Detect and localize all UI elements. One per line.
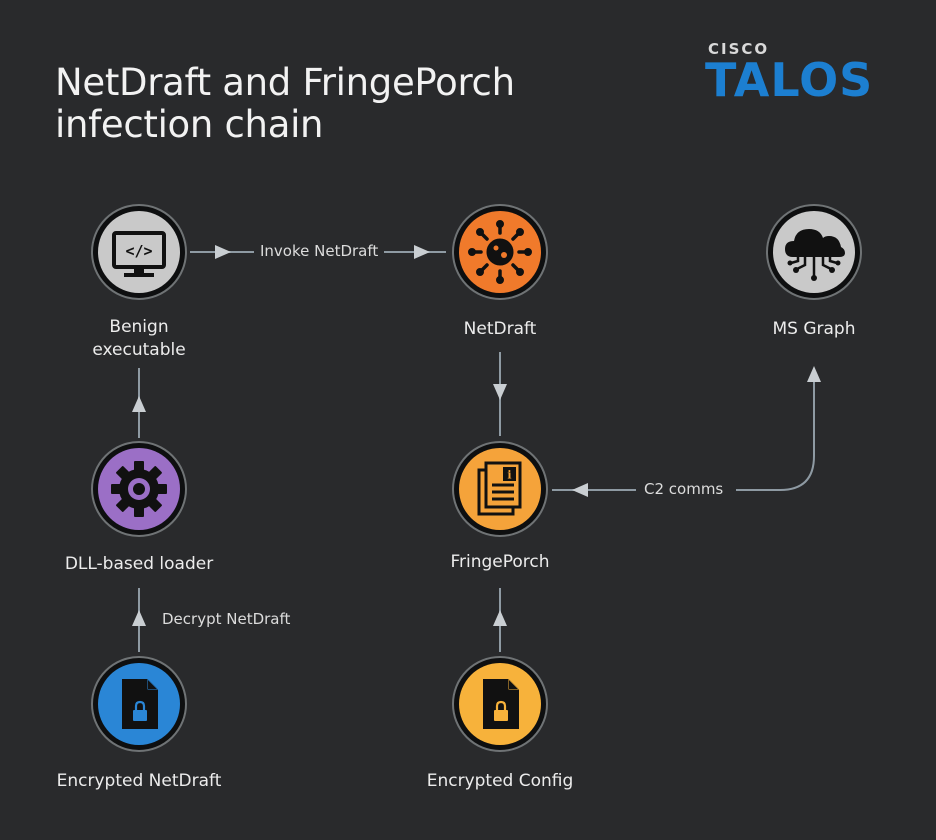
label-encrypted-netdraft: Encrypted NetDraft [56, 771, 222, 791]
node-encrypted-config [451, 655, 549, 753]
gear-icon [111, 461, 167, 517]
arrowhead-config-up [493, 610, 507, 626]
arrowhead-c2-up [807, 366, 821, 382]
label-netdraft: NetDraft [463, 319, 537, 339]
label-encrypted-config: Encrypted Config [426, 771, 574, 791]
arrowhead-decrypt-up [132, 610, 146, 626]
label-ms-graph: MS Graph [772, 319, 856, 339]
label-benign-executable: Benign executable [92, 316, 185, 362]
arrowhead-invoke-1 [215, 245, 231, 259]
edge-label-decrypt: Decrypt NetDraft [156, 610, 297, 628]
label-benign-line2: executable [92, 340, 186, 360]
arrowhead-loader-up [132, 396, 146, 412]
node-ms-graph [765, 203, 863, 301]
arrowhead-netdraft-down [493, 384, 507, 400]
node-dll-loader [90, 440, 188, 538]
label-fringeporch: FringePorch [450, 552, 550, 572]
document-info-icon: i [477, 461, 522, 516]
diagram-title: NetDraft and FringePorch infection chain [55, 62, 515, 146]
arrowhead-invoke-2 [414, 245, 430, 259]
arrowhead-c2-left [572, 483, 588, 497]
cisco-talos-logo: CISCO TALOS [705, 40, 885, 110]
svg-text:i: i [507, 469, 511, 482]
locked-file-icon [122, 679, 158, 729]
node-benign-executable: </> [90, 203, 188, 301]
svg-text:</>: </> [125, 242, 152, 260]
label-benign-line1: Benign [109, 317, 169, 337]
edge-label-c2: C2 comms [638, 480, 730, 498]
locked-file-icon [483, 679, 519, 729]
node-netdraft [451, 203, 549, 301]
title-line-2: infection chain [55, 103, 324, 146]
node-fringeporch: i [451, 440, 549, 538]
title-line-1: NetDraft and FringePorch [55, 61, 515, 104]
logo-talos-text: TALOS [705, 53, 874, 107]
virus-icon [468, 220, 532, 284]
edge-label-invoke: Invoke NetDraft [254, 242, 385, 260]
cloud-network-icon [785, 229, 845, 281]
code-monitor-icon: </> [112, 231, 166, 277]
logo-cisco-text: CISCO [708, 40, 770, 58]
node-encrypted-netdraft [90, 655, 188, 753]
label-dll-loader: DLL-based loader [64, 554, 214, 574]
edge-c2-right [736, 370, 815, 491]
